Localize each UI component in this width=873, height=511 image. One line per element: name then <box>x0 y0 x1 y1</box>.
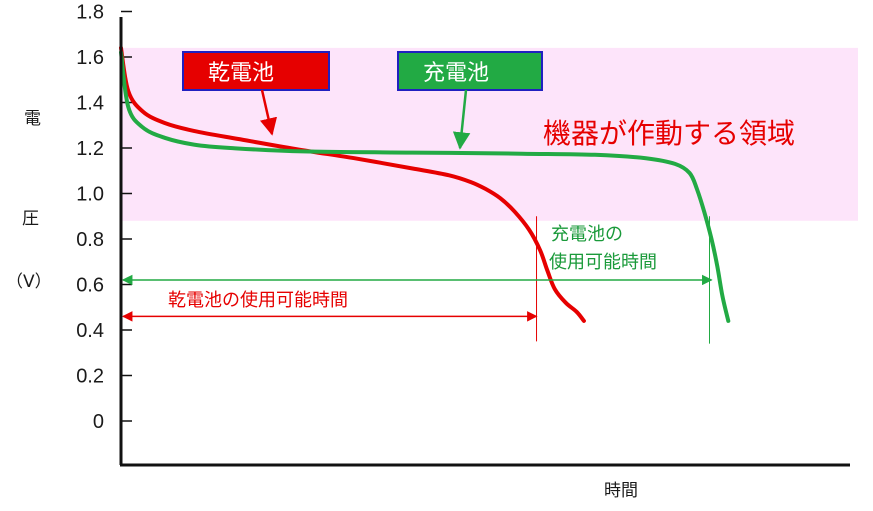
y-axis-label-char-2: 圧 <box>22 209 39 229</box>
y-tick-label: 1.6 <box>76 47 104 69</box>
rechargeable-time-label-line-2: 使用可能時間 <box>549 252 657 273</box>
legend-rechargeable-label: 充電池 <box>423 61 489 86</box>
y-tick-label: 0.8 <box>76 229 104 251</box>
y-tick-label: 1.2 <box>76 138 104 160</box>
dry-cell-time-label: 乾電池の使用可能時間 <box>168 290 348 311</box>
legend-dry-cell: 乾電池 <box>182 51 330 91</box>
legend-rechargeable: 充電池 <box>397 51 543 91</box>
y-tick-label: 1.8 <box>76 2 104 24</box>
rechargeable-time-label-line-1: 充電池の <box>551 224 623 245</box>
y-axis-label-char-1: 電 <box>24 109 41 129</box>
dry-cell-callout-arrow <box>259 89 278 136</box>
y-tick-label: 1.0 <box>76 184 104 206</box>
y-axis-label-char-3: （V） <box>6 272 52 292</box>
rechargeable-callout-arrow <box>452 89 471 150</box>
y-tick-label: 0 <box>93 411 104 433</box>
y-tick-label: 0.6 <box>76 275 104 297</box>
y-tick-label: 1.4 <box>76 93 104 115</box>
y-axis-ticks: 0 0.2 0.4 0.6 0.8 1.0 1.2 1.4 1.6 1.8 <box>76 2 132 433</box>
legend-dry-cell-label: 乾電池 <box>208 61 274 86</box>
y-tick-label: 0.4 <box>76 320 104 342</box>
x-axis-label: 時間 <box>604 481 638 501</box>
legend-rechargeable-box <box>397 51 543 91</box>
y-tick-label: 0.2 <box>76 366 104 388</box>
series-line-rechargeable <box>119 50 731 323</box>
operating-region-label: 機器が作動する領域 <box>543 117 795 150</box>
legend-dry-cell-box <box>182 51 330 91</box>
